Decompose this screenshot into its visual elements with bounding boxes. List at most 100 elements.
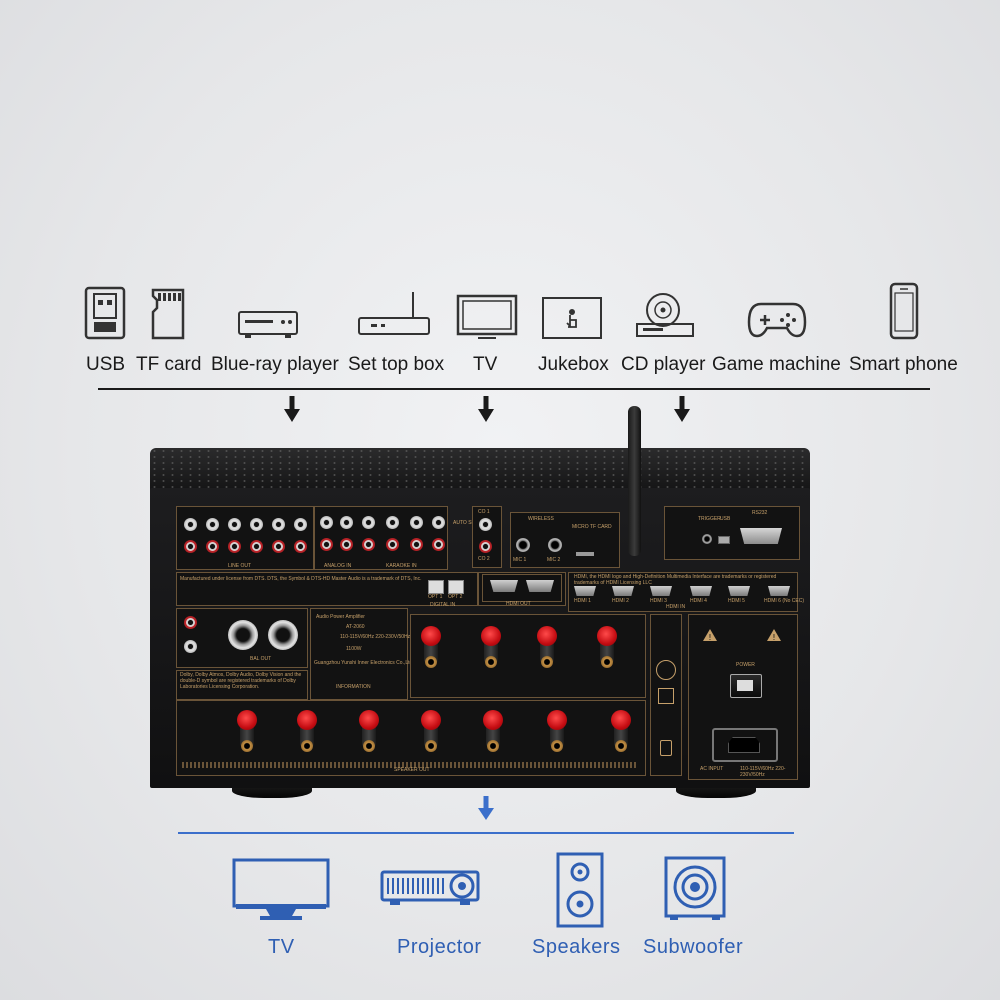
output-label-subwoofer: Subwoofer xyxy=(643,936,744,958)
hdmi-in-port[interactable] xyxy=(690,586,712,596)
hdmi-in-port[interactable] xyxy=(650,586,672,596)
mic2-label: MIC 2 xyxy=(547,557,561,563)
svg-text:!: ! xyxy=(772,633,775,642)
warning-icons-panel xyxy=(650,614,682,776)
sw-rca[interactable] xyxy=(184,640,197,653)
source-label-bluray: Blue-ray player xyxy=(211,354,339,375)
tv-output-icon xyxy=(232,858,330,920)
speaker-terminal[interactable] xyxy=(296,710,318,752)
usb-port[interactable] xyxy=(718,536,730,544)
hdmi-port-5-label: HDMI 5 xyxy=(728,598,745,604)
input-divider xyxy=(98,388,930,390)
ac-input-label: AC INPUT xyxy=(700,766,724,772)
speaker-terminal[interactable] xyxy=(358,710,380,752)
arrow-down-blue-icon xyxy=(478,796,494,820)
source-label-game-machine: Game machine xyxy=(712,354,841,375)
ac-input-socket[interactable] xyxy=(712,728,778,762)
coax-panel xyxy=(472,506,502,568)
speaker-icon xyxy=(556,852,604,928)
svg-text:!: ! xyxy=(708,633,711,642)
speaker-terminal[interactable] xyxy=(596,626,618,668)
hdmi-out-label: HDMI OUT xyxy=(506,601,531,607)
arrow-down-icon xyxy=(674,396,690,422)
dts-notice-panel xyxy=(176,572,478,606)
cd-player-icon xyxy=(634,280,696,340)
analog-in-label: ANALOG IN xyxy=(324,563,352,569)
set-top-box-icon xyxy=(356,280,432,340)
speaker-out-strip xyxy=(182,762,638,768)
dolby-notice: Dolby, Dolby Atmos, Dolby Audio, Dolby V… xyxy=(180,672,302,690)
source-label-tv: TV xyxy=(473,354,498,375)
source-label-jukebox: Jukebox xyxy=(538,354,609,375)
source-label-smart-phone: Smart phone xyxy=(849,354,958,375)
usb-port-label: USB xyxy=(720,516,731,522)
optical-inputs xyxy=(424,576,468,604)
co2-label: CO 2 xyxy=(478,556,490,562)
hdmi-port-2-label: HDMI 2 xyxy=(612,598,629,604)
hdmi-port-3-label: HDMI 3 xyxy=(650,598,667,604)
mic2-jack[interactable] xyxy=(548,538,562,552)
mic1-jack[interactable] xyxy=(516,538,530,552)
micro-tf-label: MICRO TF CARD xyxy=(572,524,612,530)
hdmi-port-1-label: HDMI 1 xyxy=(574,598,591,604)
bluetooth-icon xyxy=(660,740,672,756)
bluray-player-icon xyxy=(236,280,300,340)
tf-card-icon xyxy=(148,280,188,340)
speaker-terminal[interactable] xyxy=(480,626,502,668)
source-label-usb: USB xyxy=(86,354,126,375)
information-label: INFORMATION xyxy=(336,684,371,690)
maker-name: Guangzhou Yunshi Inner Electronics Co.,L… xyxy=(314,660,413,666)
hdmi-in-port[interactable] xyxy=(768,586,790,596)
gamepad-icon xyxy=(746,280,808,340)
auto-set-mic-label: AUTO SET MIC xyxy=(453,520,489,526)
subwoofer-icon xyxy=(664,856,726,920)
xlr-left[interactable] xyxy=(228,620,258,650)
wifi-antenna xyxy=(628,406,641,556)
bal-out-label: BAL OUT xyxy=(250,656,272,662)
warning-icon xyxy=(656,660,676,680)
hdmi-in-port[interactable] xyxy=(574,586,596,596)
power-label: POWER xyxy=(736,662,755,668)
rs232-label: RS232 xyxy=(752,510,768,516)
output-label-projector: Projector xyxy=(397,936,482,958)
line-out-label: LINE OUT xyxy=(228,563,252,569)
speaker-terminal[interactable] xyxy=(610,710,632,752)
arrow-down-icon xyxy=(478,396,494,422)
rs232-port[interactable] xyxy=(740,528,782,544)
speaker-terminal[interactable] xyxy=(536,626,558,668)
hdmi-in-panel xyxy=(568,572,798,612)
trigger-label: TRIGGER xyxy=(698,516,721,522)
sw-rca[interactable] xyxy=(184,616,197,629)
power-switch[interactable] xyxy=(730,674,762,698)
speaker-terminal[interactable] xyxy=(420,626,442,668)
analog-in-panel xyxy=(314,506,448,570)
source-label-set-top-box: Set top box xyxy=(348,354,445,375)
speaker-terminal[interactable] xyxy=(236,710,258,752)
xlr-right[interactable] xyxy=(268,620,298,650)
opt2-label: OPT 2 xyxy=(448,594,463,600)
output-label-speakers: Speakers xyxy=(532,936,621,958)
recycle-icon xyxy=(658,688,674,704)
wireless-label: WIRELESS xyxy=(528,516,554,522)
opt1-label: OPT 1 xyxy=(428,594,443,600)
source-label-cd-player: CD player xyxy=(621,354,706,375)
hdmi-in-port[interactable] xyxy=(612,586,634,596)
speaker-terminal[interactable] xyxy=(482,710,504,752)
hdmi-in-port[interactable] xyxy=(728,586,750,596)
hdmi-port-6-label: HDMI 6 (No CEC) xyxy=(764,598,805,604)
projector-icon xyxy=(380,870,480,905)
hdmi-out-port-1[interactable] xyxy=(490,580,518,592)
rated-power: 1100W xyxy=(346,646,362,652)
tf-slot[interactable] xyxy=(576,552,594,556)
line-out-panel xyxy=(176,506,314,570)
co1-label: CO 1 xyxy=(478,509,490,515)
speaker-terminal[interactable] xyxy=(546,710,568,752)
hdmi-out-port-2[interactable] xyxy=(526,580,554,592)
trigger-jack[interactable] xyxy=(702,534,712,544)
tv-icon xyxy=(456,280,518,340)
hdmi-port-4-label: HDMI 4 xyxy=(690,598,707,604)
speaker-terminal[interactable] xyxy=(420,710,442,752)
warning-icon: ! xyxy=(767,629,781,642)
jukebox-icon xyxy=(540,280,604,340)
digital-in-label: DIGITAL IN xyxy=(430,602,456,608)
